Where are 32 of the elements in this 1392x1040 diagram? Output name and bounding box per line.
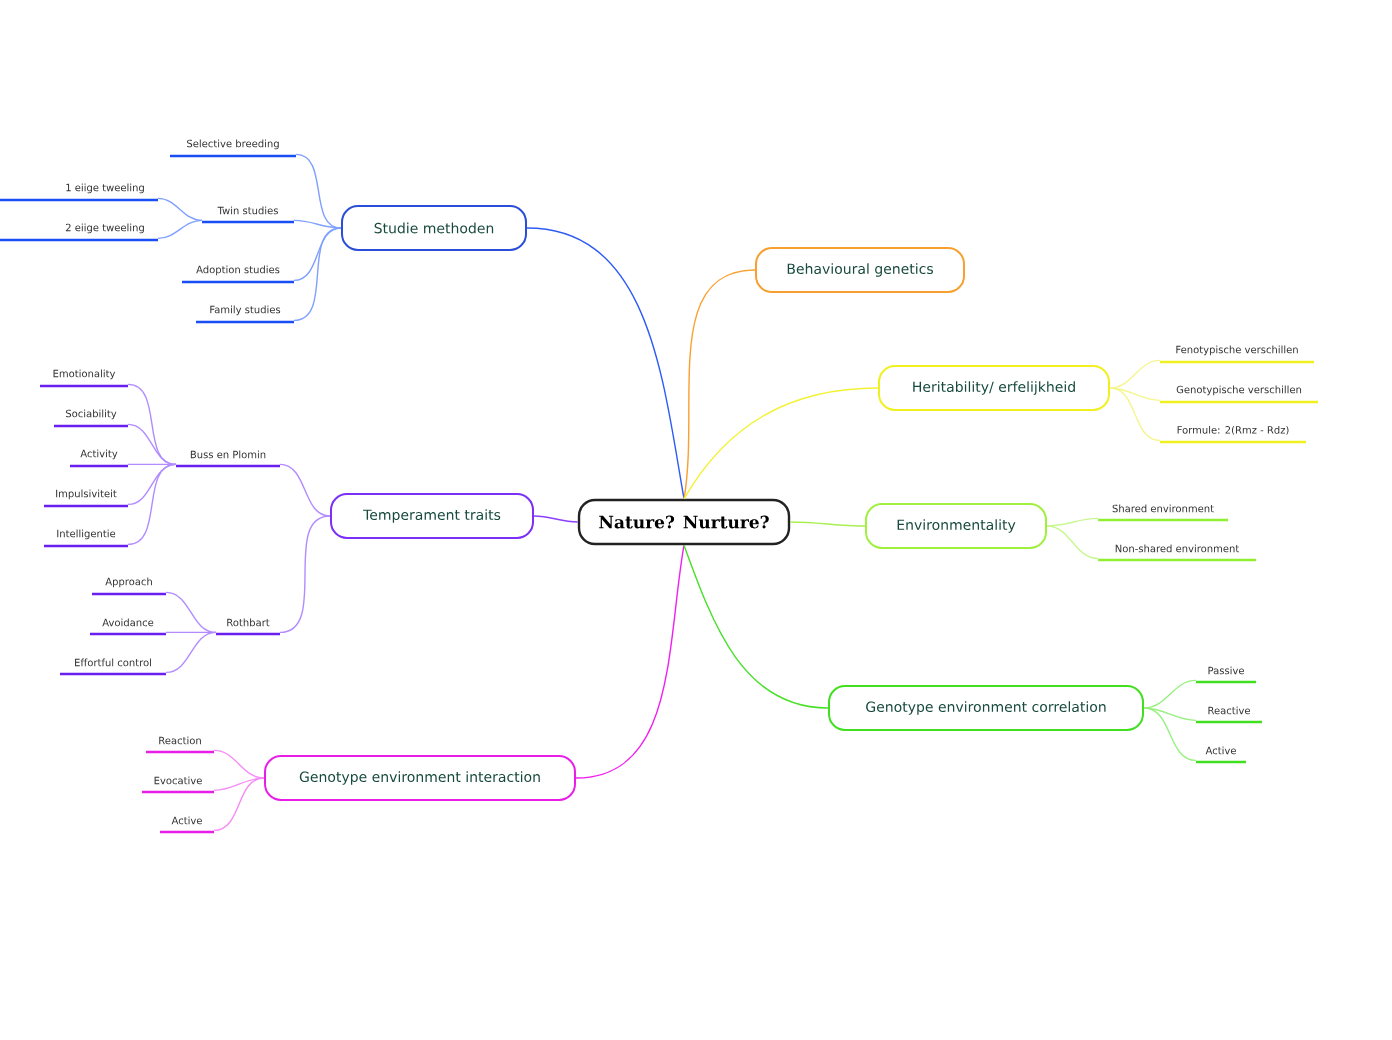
connector bbox=[1143, 707, 1197, 762]
connector bbox=[127, 423, 177, 466]
connector bbox=[1046, 517, 1099, 527]
connector bbox=[1109, 387, 1161, 402]
connector bbox=[127, 383, 177, 466]
connector bbox=[293, 227, 342, 282]
connector bbox=[213, 749, 265, 779]
connector bbox=[1143, 707, 1197, 722]
connector bbox=[165, 591, 217, 634]
connector bbox=[157, 197, 203, 222]
connector bbox=[293, 219, 342, 229]
connector bbox=[533, 515, 579, 523]
connector bbox=[1046, 525, 1099, 560]
connector bbox=[1109, 359, 1161, 389]
connector bbox=[165, 631, 217, 674]
connector bbox=[157, 219, 203, 240]
connector bbox=[526, 227, 685, 500]
connector bbox=[295, 153, 342, 229]
connector bbox=[1143, 679, 1197, 709]
connector bbox=[1109, 387, 1161, 442]
connector bbox=[279, 515, 331, 634]
connector bbox=[279, 463, 331, 517]
connector bbox=[683, 387, 879, 500]
connector bbox=[213, 777, 265, 832]
connector bbox=[683, 269, 756, 500]
connector bbox=[789, 521, 866, 527]
connector bbox=[293, 227, 342, 322]
connector bbox=[213, 777, 265, 792]
connector bbox=[127, 463, 177, 546]
connector bbox=[575, 544, 685, 779]
connector bbox=[683, 544, 829, 709]
central-topic-box: Nature? Nurture? bbox=[577, 498, 791, 546]
